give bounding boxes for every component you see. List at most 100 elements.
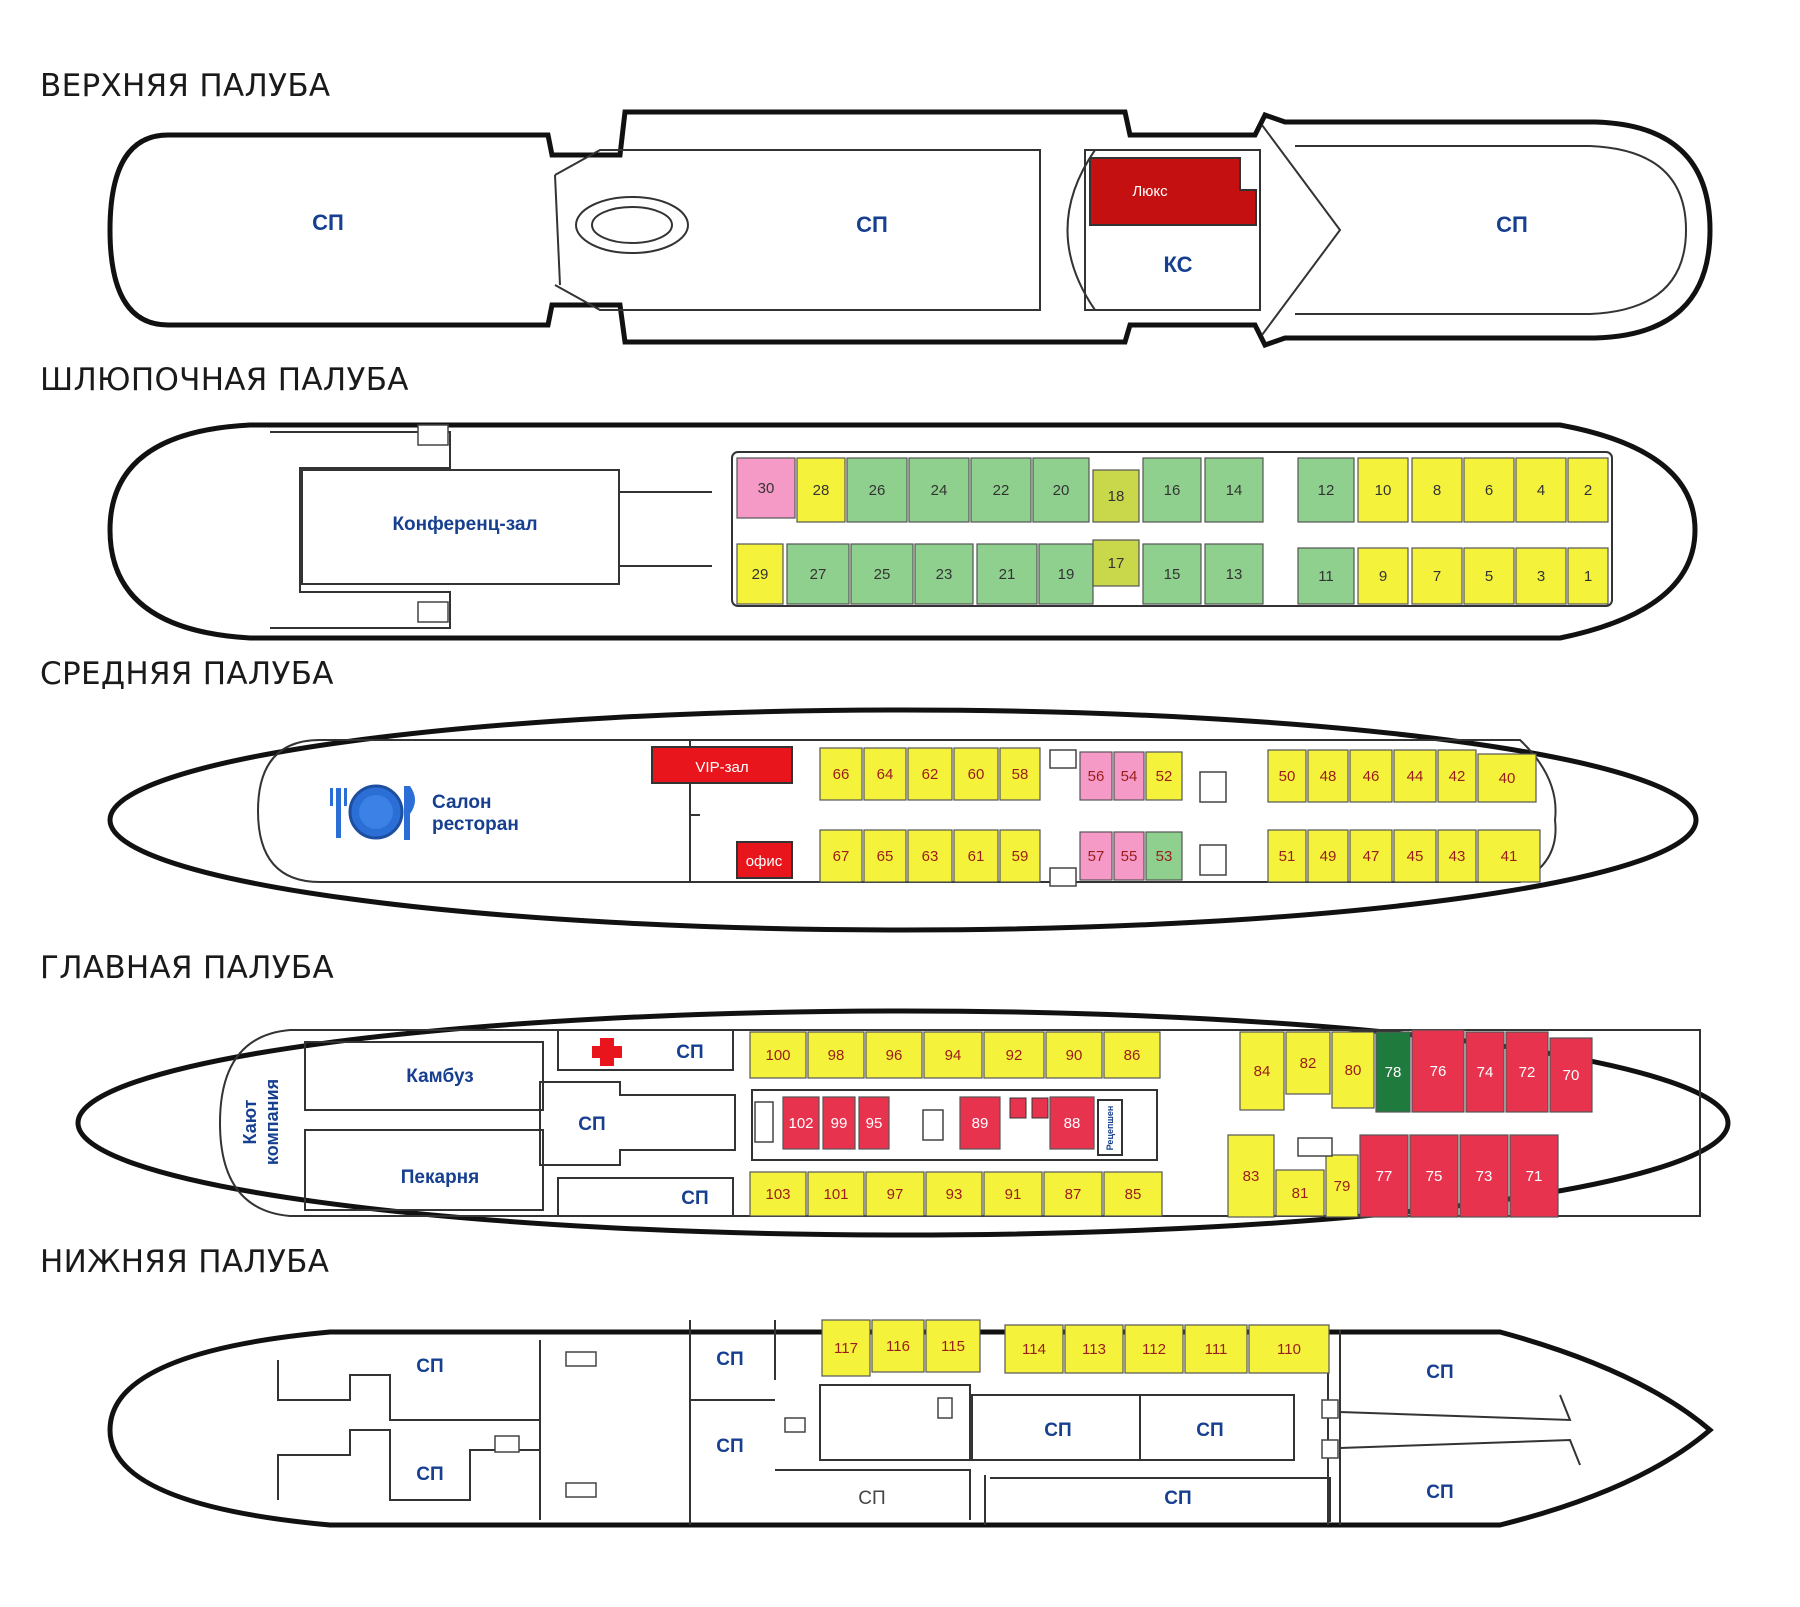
cabin-17[interactable]: [1092, 539, 1140, 587]
cabin-15[interactable]: [1142, 543, 1202, 605]
cabin-13[interactable]: [1204, 543, 1264, 605]
cabin-66[interactable]: [819, 747, 863, 801]
cabin-91[interactable]: [983, 1171, 1043, 1217]
cabin-100[interactable]: [749, 1031, 807, 1079]
cabin-27[interactable]: [786, 543, 850, 605]
cabin-70[interactable]: [1549, 1037, 1593, 1113]
cabin-16[interactable]: [1142, 457, 1202, 523]
cabin-47[interactable]: [1349, 829, 1393, 883]
cabin-83[interactable]: [1227, 1134, 1275, 1218]
cabin-86[interactable]: [1103, 1031, 1161, 1079]
cabin-97[interactable]: [865, 1171, 925, 1217]
cabin-87[interactable]: [1043, 1171, 1103, 1217]
cabin-42[interactable]: [1437, 749, 1477, 803]
cabin-21[interactable]: [976, 543, 1038, 605]
cabin-49[interactable]: [1307, 829, 1349, 883]
cabin-115[interactable]: [925, 1319, 981, 1373]
cabin-1[interactable]: [1567, 547, 1609, 605]
cabin-12[interactable]: [1297, 457, 1355, 523]
cabin-72[interactable]: [1505, 1031, 1549, 1113]
cabin-113[interactable]: [1064, 1324, 1124, 1374]
cabin-63[interactable]: [907, 829, 953, 883]
cabin-55[interactable]: [1113, 831, 1145, 881]
cabin-52[interactable]: [1145, 751, 1183, 801]
cabin-51[interactable]: [1267, 829, 1307, 883]
cabin-98[interactable]: [807, 1031, 865, 1079]
cabin-101[interactable]: [807, 1171, 865, 1217]
cabin-26[interactable]: [846, 457, 908, 523]
cabin-2[interactable]: [1567, 457, 1609, 523]
cabin-74[interactable]: [1465, 1031, 1505, 1113]
cabin-62[interactable]: [907, 747, 953, 801]
cabin-57[interactable]: [1079, 831, 1113, 881]
cabin-67[interactable]: [819, 829, 863, 883]
cabin-88[interactable]: [1049, 1096, 1095, 1150]
cabin-30[interactable]: [736, 457, 796, 519]
cabin-76[interactable]: [1411, 1029, 1465, 1113]
cabin-78[interactable]: [1375, 1031, 1411, 1113]
cabin-14[interactable]: [1204, 457, 1264, 523]
cabin-73[interactable]: [1459, 1134, 1509, 1218]
cabin-11[interactable]: [1297, 547, 1355, 605]
cabin-79[interactable]: [1325, 1154, 1359, 1218]
cabin-4[interactable]: [1515, 457, 1567, 523]
cabin-89[interactable]: [959, 1096, 1001, 1150]
cabin-58[interactable]: [999, 747, 1041, 801]
cabin-53[interactable]: [1145, 831, 1183, 881]
cabin-20[interactable]: [1032, 457, 1090, 523]
cabin-8[interactable]: [1411, 457, 1463, 523]
cabin-85[interactable]: [1103, 1171, 1163, 1217]
cabin-60[interactable]: [953, 747, 999, 801]
cabin-77[interactable]: [1359, 1134, 1409, 1218]
cabin-29[interactable]: [736, 543, 784, 605]
cabin-56[interactable]: [1079, 751, 1113, 801]
cabin-45[interactable]: [1393, 829, 1437, 883]
cabin-7[interactable]: [1411, 547, 1463, 605]
cabin-5[interactable]: [1463, 547, 1515, 605]
cabin-9[interactable]: [1357, 547, 1409, 605]
cabin-22[interactable]: [970, 457, 1032, 523]
cabin-94[interactable]: [923, 1031, 983, 1079]
cabin-71[interactable]: [1509, 1134, 1559, 1218]
cabin-25[interactable]: [850, 543, 914, 605]
cabin-96[interactable]: [865, 1031, 923, 1079]
cabin-116[interactable]: [871, 1319, 925, 1373]
cabin-50[interactable]: [1267, 749, 1307, 803]
cabin-102[interactable]: [782, 1096, 820, 1150]
cabin-44[interactable]: [1393, 749, 1437, 803]
cabin-80[interactable]: [1331, 1031, 1375, 1109]
cabin-111[interactable]: [1184, 1324, 1248, 1374]
cabin-61[interactable]: [953, 829, 999, 883]
cabin-82[interactable]: [1285, 1031, 1331, 1095]
cabin-3[interactable]: [1515, 547, 1567, 605]
cabin-19[interactable]: [1038, 543, 1094, 605]
cabin-64[interactable]: [863, 747, 907, 801]
cabin-81[interactable]: [1275, 1169, 1325, 1217]
cabin-65[interactable]: [863, 829, 907, 883]
cabin-23[interactable]: [914, 543, 974, 605]
cabin-84[interactable]: [1239, 1031, 1285, 1111]
cabin-54[interactable]: [1113, 751, 1145, 801]
cabin-6[interactable]: [1463, 457, 1515, 523]
cabin-93[interactable]: [925, 1171, 983, 1217]
cabin-43[interactable]: [1437, 829, 1477, 883]
cabin-110[interactable]: [1248, 1324, 1330, 1374]
cabin-10[interactable]: [1357, 457, 1409, 523]
cabin-59[interactable]: [999, 829, 1041, 883]
cabin-90[interactable]: [1045, 1031, 1103, 1079]
cabin-92[interactable]: [983, 1031, 1045, 1079]
cabin-75[interactable]: [1409, 1134, 1459, 1218]
cabin-95[interactable]: [858, 1096, 890, 1150]
cabin-99[interactable]: [822, 1096, 856, 1150]
cabin-103[interactable]: [749, 1171, 807, 1217]
cabin-117[interactable]: [821, 1319, 871, 1377]
cabin-18[interactable]: [1092, 469, 1140, 523]
cabin-114[interactable]: [1004, 1324, 1064, 1374]
cabin-28[interactable]: [796, 457, 846, 523]
cabin-46[interactable]: [1349, 749, 1393, 803]
cabin-41[interactable]: [1477, 829, 1541, 883]
cabin-48[interactable]: [1307, 749, 1349, 803]
cabin-112[interactable]: [1124, 1324, 1184, 1374]
cabin-24[interactable]: [908, 457, 970, 523]
cabin-40[interactable]: [1477, 753, 1537, 803]
